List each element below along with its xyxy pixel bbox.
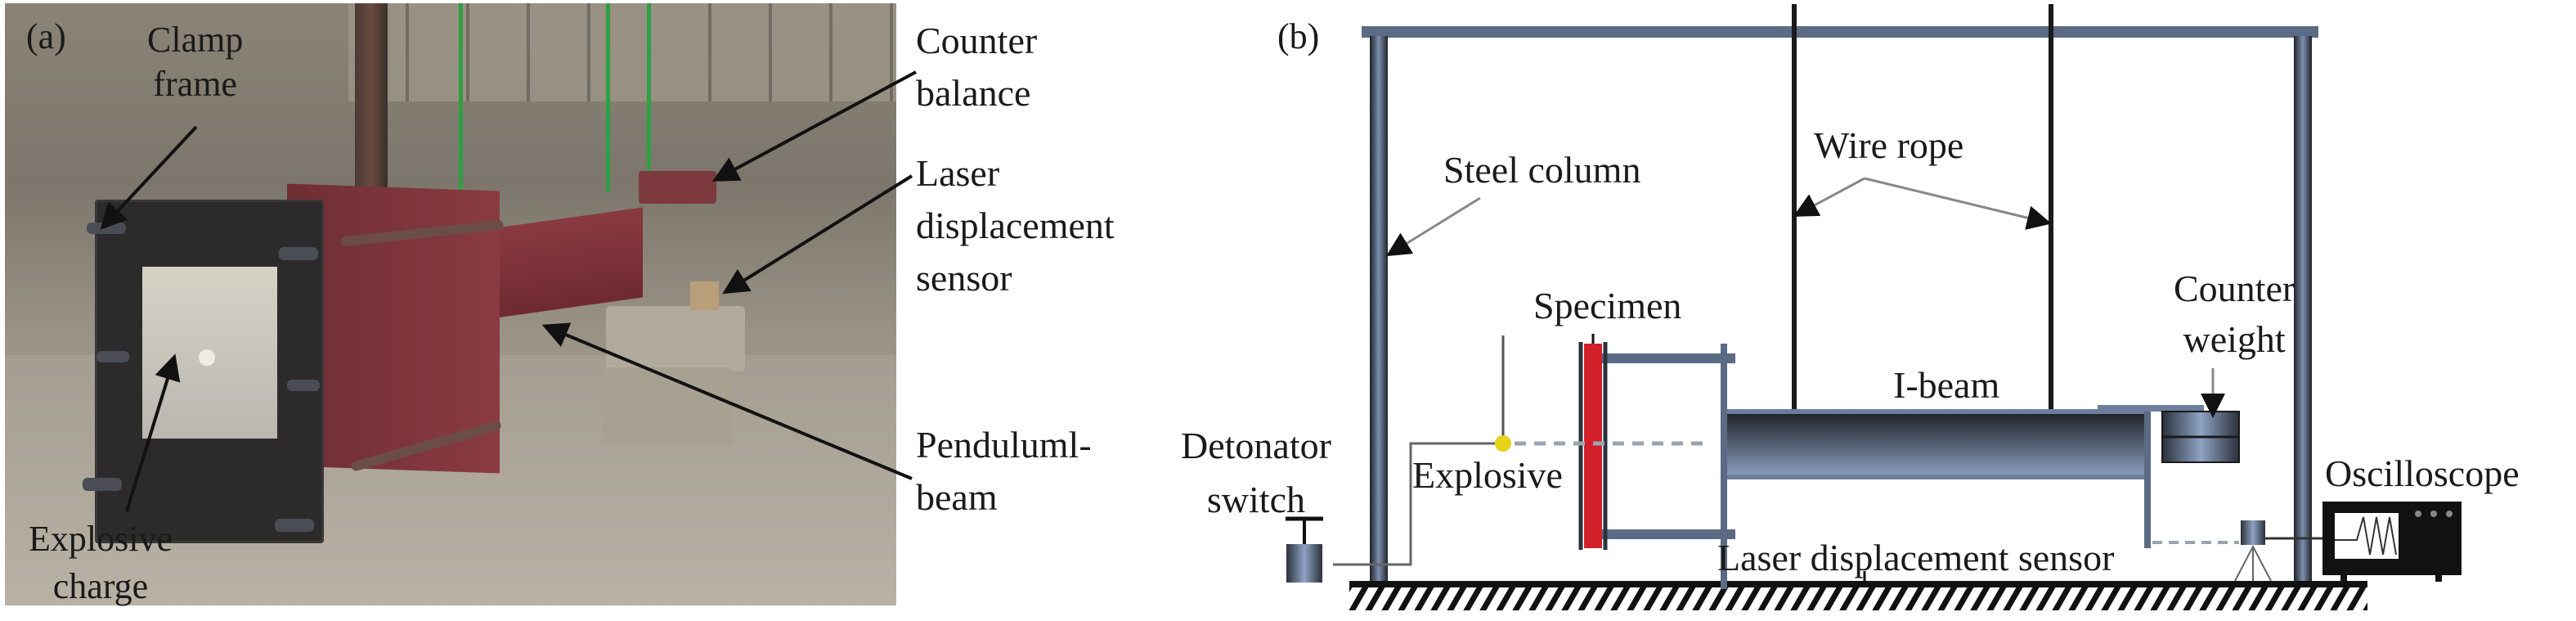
detonator-switch bbox=[1286, 544, 1322, 583]
bolt bbox=[279, 247, 318, 260]
panel-a-photo: (a) Clamp frame Explosive charge Counter… bbox=[0, 0, 1178, 617]
steel-column-arrow bbox=[1385, 196, 1481, 257]
bolt bbox=[275, 519, 314, 532]
panel-a-tag: (a) bbox=[26, 16, 66, 56]
i-beam bbox=[1724, 412, 2151, 479]
panel-b-schematic: (b) Steel column Wire rope Specimen I-be… bbox=[1181, 0, 2576, 617]
laser-sensor bbox=[2241, 520, 2265, 545]
i-beam-flange bbox=[1724, 409, 2151, 414]
clamp-rod-top bbox=[1584, 353, 1735, 363]
i-beam-flange bbox=[1724, 475, 2151, 479]
oscilloscope-knob bbox=[2446, 511, 2453, 517]
explosive bbox=[1495, 435, 1511, 452]
steel-column-right bbox=[2294, 36, 2312, 581]
counter-weight-bracket bbox=[2098, 405, 2204, 412]
detonator-switch-label: Detonator switch bbox=[1181, 425, 1331, 520]
bolt bbox=[287, 380, 320, 391]
wire-rope-arrow bbox=[1793, 177, 1865, 217]
bolt bbox=[96, 351, 129, 362]
steel-column-left bbox=[1370, 36, 1388, 581]
clamp-frame-label: Clamp frame bbox=[147, 20, 244, 104]
explosive-label: Explosive bbox=[1412, 454, 1563, 496]
laser-sensor-arrow bbox=[722, 174, 913, 295]
i-beam-end-plate bbox=[2144, 409, 2151, 548]
explosive-charge-arrow bbox=[125, 353, 181, 512]
oscilloscope-waveform bbox=[2335, 516, 2397, 556]
top-frame-beam bbox=[1362, 26, 2318, 38]
green-rope bbox=[459, 3, 463, 191]
specimen bbox=[1584, 344, 1602, 548]
stone-wall bbox=[348, 3, 896, 101]
pendulum-beam-label: Penduluml- beam bbox=[916, 424, 1092, 518]
ground-line bbox=[1349, 581, 2367, 587]
explosive-charge bbox=[199, 349, 215, 366]
laser-sensor-label: Laser displacement sensor bbox=[916, 152, 1115, 299]
bolt bbox=[83, 478, 122, 491]
schematic-drawing bbox=[1286, 4, 2462, 610]
counter-weight-label: Counter weight bbox=[2174, 268, 2296, 360]
oscilloscope-knob bbox=[2430, 511, 2437, 517]
oscilloscope-label: Oscilloscope bbox=[2325, 452, 2520, 494]
stone-block bbox=[602, 367, 733, 445]
steel-column-label: Steel column bbox=[1443, 149, 1641, 191]
laser-sensor bbox=[690, 281, 719, 310]
counter-balance bbox=[639, 171, 716, 204]
oscilloscope-leg bbox=[2435, 575, 2442, 582]
pendulum-beam-arrow bbox=[541, 322, 913, 480]
i-beam-label: I-beam bbox=[1893, 364, 2000, 406]
green-rope bbox=[606, 3, 610, 191]
laser-sensor-label: Laser displacement sensor bbox=[1717, 537, 2115, 578]
panel-a-arrows bbox=[100, 70, 917, 512]
ground-hatch bbox=[1349, 587, 2367, 610]
oscilloscope-knob bbox=[2415, 511, 2421, 517]
specimen-label: Specimen bbox=[1533, 285, 1682, 326]
detonator-wire bbox=[1333, 442, 1495, 566]
clamp-rod-bottom bbox=[1584, 529, 1735, 539]
panel-b-tag: (b) bbox=[1277, 16, 1320, 56]
oscilloscope-leg bbox=[2340, 575, 2347, 582]
counter-balance-arrow bbox=[711, 70, 917, 182]
clamp-frame-arrow bbox=[100, 125, 198, 230]
explosive-charge-label: Explosive charge bbox=[29, 519, 173, 606]
wire-rope-label: Wire rope bbox=[1814, 124, 1964, 166]
i-beam-end-plate bbox=[1721, 344, 1727, 589]
support-post bbox=[355, 3, 388, 187]
green-rope bbox=[647, 3, 651, 191]
counter-balance-label: Counter balance bbox=[916, 20, 1038, 114]
wire-rope-arrow bbox=[1864, 177, 2052, 230]
